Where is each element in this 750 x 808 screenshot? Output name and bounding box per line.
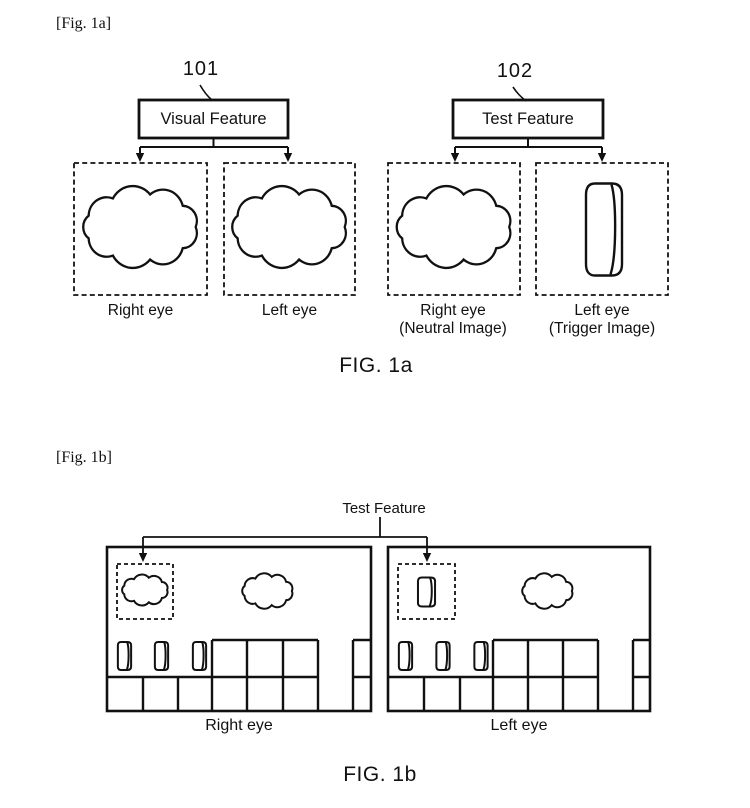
arrowhead-icon xyxy=(135,153,145,162)
panel-label-right-eye-neutral: Right eye (Neutral Image) xyxy=(383,302,523,338)
scene-left-eye-highlight-dashed-box xyxy=(397,563,456,620)
scene-label-left-eye: Left eye xyxy=(490,717,548,734)
scene-left-eye-frame xyxy=(386,545,652,713)
scene-left-eye-wall-grid xyxy=(388,638,650,711)
test-feature-connector xyxy=(454,138,603,154)
panel-left-eye-dashed-box xyxy=(223,162,356,296)
arrowhead-icon xyxy=(422,553,432,562)
cylinder-shape xyxy=(417,576,436,608)
scene-right-eye-wall-grid xyxy=(107,638,371,711)
cloud-shape xyxy=(395,184,512,270)
panel-neutral-image-dashed-box xyxy=(387,162,521,296)
panel-label-line: Right eye xyxy=(107,302,174,319)
panel-sublabel-line: (Trigger Image) xyxy=(548,319,656,337)
cylinder-shape xyxy=(192,641,207,671)
panel-right-eye-dashed-box xyxy=(73,162,208,296)
test-feature-pointer-label: Test Feature xyxy=(342,500,426,517)
cloud-shape xyxy=(121,574,169,606)
figure-1b-tag: [Fig. 1b] xyxy=(56,449,112,466)
figure-1b-caption: FIG. 1b xyxy=(343,763,417,786)
arrowhead-icon xyxy=(450,153,460,162)
arrowhead-icon xyxy=(283,153,293,162)
cylinder-shape xyxy=(436,641,450,671)
cloud-shape xyxy=(521,572,573,610)
test-feature-pointer-lines xyxy=(142,517,428,554)
cylinder-shape xyxy=(154,641,169,671)
cylinder-shape xyxy=(474,641,488,671)
cylinder-shape xyxy=(398,641,413,671)
panel-label-line: Left eye xyxy=(261,302,318,319)
ref-101-leader-line xyxy=(199,84,213,101)
visual-feature-connector xyxy=(139,138,289,154)
panel-label-line: Right eye xyxy=(420,302,486,319)
test-feature-box-label: Test Feature xyxy=(482,109,574,128)
panel-trigger-image-dashed-box xyxy=(535,162,669,296)
arrowhead-icon xyxy=(597,153,607,162)
panel-label-left-eye-trigger: Left eye (Trigger Image) xyxy=(532,302,672,338)
ref-numeral-102: 102 xyxy=(496,60,534,82)
cylinder-shape xyxy=(584,182,624,277)
panel-label-line: Left eye xyxy=(574,302,630,319)
cloud-shape xyxy=(81,184,199,270)
figure-1a-caption: FIG. 1a xyxy=(339,354,413,377)
ref-numeral-101: 101 xyxy=(182,58,220,80)
scene-right-eye-frame xyxy=(105,545,373,713)
panel-sublabel-line: (Neutral Image) xyxy=(399,319,507,337)
panel-label-right-eye: Right eye xyxy=(80,302,201,320)
cloud-shape xyxy=(241,572,293,610)
scene-right-eye-highlight-dashed-box xyxy=(116,563,174,620)
arrowhead-icon xyxy=(138,553,148,562)
scene-label-right-eye: Right eye xyxy=(205,717,273,734)
panel-label-left-eye: Left eye xyxy=(229,302,350,320)
cylinder-shape xyxy=(117,641,132,671)
visual-feature-box-label: Visual Feature xyxy=(160,109,267,128)
figure-1a-tag: [Fig. 1a] xyxy=(56,15,112,32)
cloud-shape xyxy=(230,184,348,270)
